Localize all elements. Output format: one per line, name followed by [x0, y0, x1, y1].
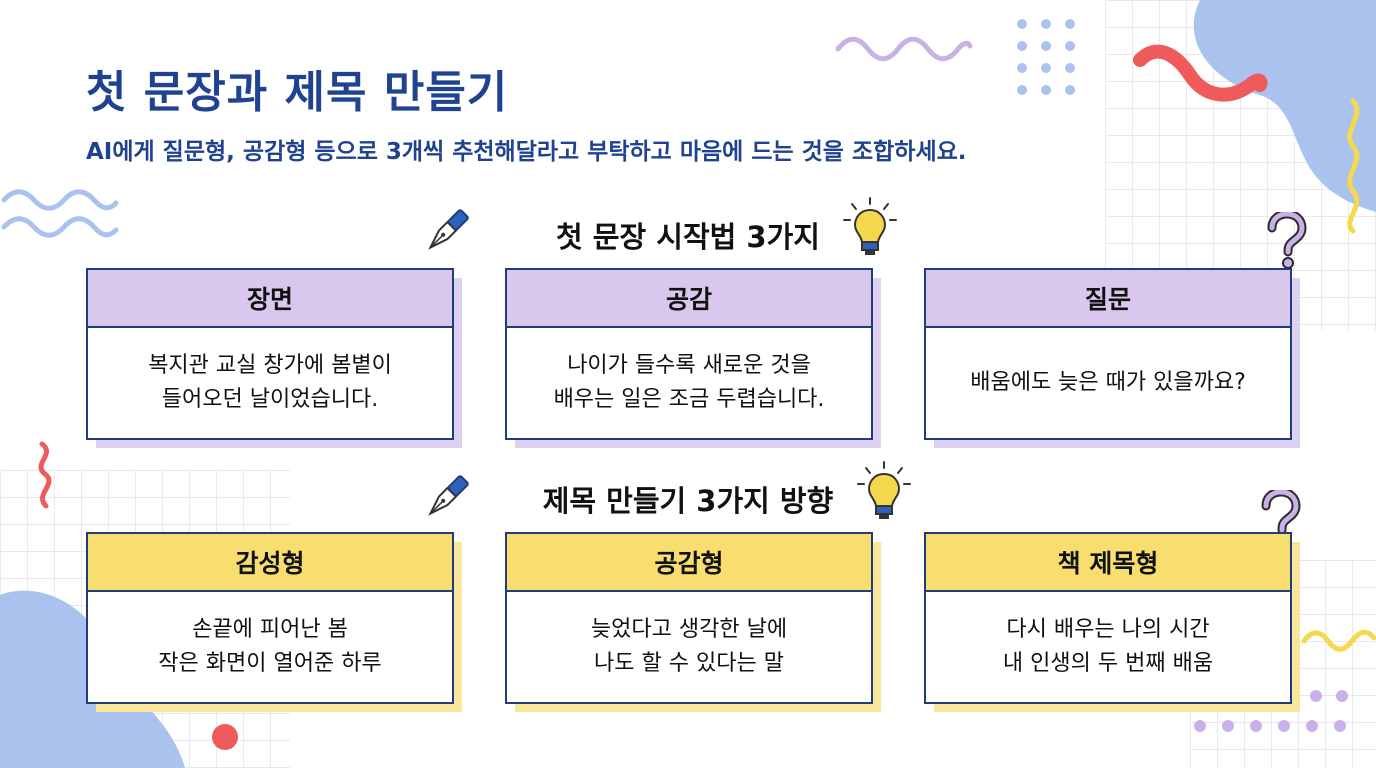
section-title-first-sentence: 첫 문장 시작법 3가지: [556, 220, 820, 254]
lightbulb-icon: [857, 461, 911, 519]
red-squiggle-top: [1133, 44, 1268, 102]
red-squiggle-left: [38, 441, 52, 509]
lightbulb-icon: [843, 197, 897, 255]
yellow-wave-bottom-right: [1301, 629, 1376, 652]
card-label: 질문: [926, 270, 1290, 328]
card-text-line: 손끝에 피어난 봄: [192, 617, 348, 642]
card-label: 장면: [88, 270, 452, 328]
red-dot-bottom: [212, 724, 238, 750]
card-box: 공감 나이가 들수록 새로운 것을 배우는 일은 조금 두렵습니다.: [505, 268, 873, 440]
card-text: 늦었다고 생각한 날에 나도 할 수 있다는 말: [507, 592, 871, 702]
question-mark-icon: [1267, 212, 1307, 269]
card-empathy: 공감 나이가 들수록 새로운 것을 배우는 일은 조금 두렵습니다.: [505, 268, 881, 448]
card-label: 공감형: [507, 534, 871, 592]
card-question: 질문 배움에도 늦은 때가 있을까요?: [924, 268, 1300, 448]
card-scene: 장면 복지관 교실 창가에 봄볕이 들어오던 날이었습니다.: [86, 268, 462, 448]
card-label: 책 제목형: [926, 534, 1290, 592]
page-title: 첫 문장과 제목 만들기: [86, 67, 509, 118]
fountain-pen-icon: [428, 475, 469, 516]
card-emotional: 감성형 손끝에 피어난 봄 작은 화면이 열어준 하루: [86, 532, 462, 712]
card-text-line: 내 인생의 두 번째 배움: [1002, 651, 1214, 676]
card-text-line: 나이가 들수록 새로운 것을: [567, 353, 811, 378]
card-box: 공감형 늦었다고 생각한 날에 나도 할 수 있다는 말: [505, 532, 873, 704]
card-box: 감성형 손끝에 피어난 봄 작은 화면이 열어준 하루: [86, 532, 454, 704]
card-text-line: 배우는 일은 조금 두렵습니다.: [553, 387, 825, 412]
card-text-line: 들어오던 날이었습니다.: [161, 387, 379, 412]
blue-wave-left: [1, 189, 119, 238]
card-book-title: 책 제목형 다시 배우는 나의 시간 내 인생의 두 번째 배움: [924, 532, 1300, 712]
card-text-line: 다시 배우는 나의 시간: [1006, 617, 1210, 642]
card-text-line: 배움에도 늦은 때가 있을까요?: [970, 370, 1246, 395]
section-title-title-directions: 제목 만들기 3가지 방향: [542, 484, 834, 518]
card-text: 복지관 교실 창가에 봄볕이 들어오던 날이었습니다.: [88, 328, 452, 438]
card-label: 감성형: [88, 534, 452, 592]
card-text: 배움에도 늦은 때가 있을까요?: [926, 328, 1290, 438]
card-text: 손끝에 피어난 봄 작은 화면이 열어준 하루: [88, 592, 452, 702]
page-subtitle: AI에게 질문형, 공감형 등으로 3개씩 추천해달라고 부탁하고 마음에 드는…: [86, 139, 967, 165]
card-text: 나이가 들수록 새로운 것을 배우는 일은 조금 두렵습니다.: [507, 328, 871, 438]
blue-blob-top-right: [1193, 0, 1376, 212]
card-box: 책 제목형 다시 배우는 나의 시간 내 인생의 두 번째 배움: [924, 532, 1292, 704]
card-text-line: 작은 화면이 열어준 하루: [158, 651, 382, 676]
card-text-line: 나도 할 수 있다는 말: [594, 651, 784, 676]
card-text-line: 복지관 교실 창가에 봄볕이: [148, 353, 392, 378]
card-text: 다시 배우는 나의 시간 내 인생의 두 번째 배움: [926, 592, 1290, 702]
purple-wave-top: [835, 36, 973, 62]
purple-dots-bottom-right: [1194, 690, 1348, 732]
card-box: 질문 배움에도 늦은 때가 있을까요?: [924, 268, 1292, 440]
card-box: 장면 복지관 교실 창가에 봄볕이 들어오던 날이었습니다.: [86, 268, 454, 440]
card-label: 공감: [507, 270, 871, 328]
blue-dots-top: [1017, 19, 1075, 95]
fountain-pen-icon: [428, 209, 469, 250]
yellow-squiggle-right: [1347, 98, 1360, 234]
card-empathy-title: 공감형 늦었다고 생각한 날에 나도 할 수 있다는 말: [505, 532, 881, 712]
card-text-line: 늦었다고 생각한 날에: [590, 617, 788, 642]
